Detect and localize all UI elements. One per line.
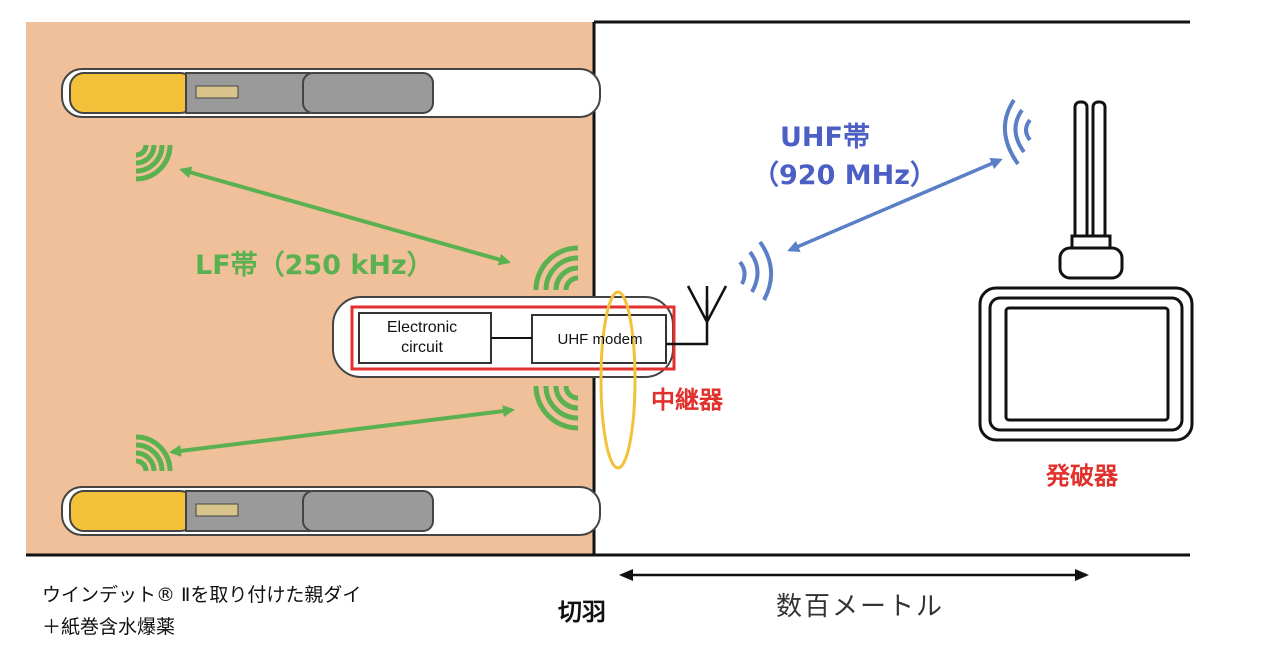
lf-arrow-upper [179, 166, 511, 266]
face-ring [599, 290, 637, 470]
electronic-circuit-line1: Electronic [386, 319, 458, 336]
electronic-circuit-box [358, 312, 492, 364]
lf-wave-icon-lower-left [135, 434, 173, 472]
relay-label: 中継器 [651, 386, 723, 414]
electronic-circuit-line2: circuit [401, 339, 443, 356]
lf-band-label: LF帯（250 kHz） [195, 250, 434, 281]
uhf-wave-icon-blaster [1002, 98, 1032, 166]
uhf-arrow [787, 158, 1003, 252]
lf-wave-icon-relay-top [533, 245, 579, 291]
lower-cartridge [61, 486, 601, 536]
face-label: 切羽 [558, 598, 606, 626]
uhf-band-label: UHF帯 [780, 122, 870, 153]
uhf-modem-label: UHF modem [557, 331, 643, 348]
electronic-circuit-label: Electronic circuit [354, 318, 490, 358]
distance-label: 数百メートル [776, 592, 945, 622]
uhf-wave-icon-relay [738, 240, 774, 301]
blasting-machine-label: 発破器 [1046, 462, 1118, 490]
blasting-machine-icon [978, 100, 1194, 442]
relay-red-frame [350, 305, 676, 371]
lf-wave-icon-relay-bottom [533, 385, 579, 431]
upper-cartridge [61, 68, 601, 118]
relay-antenna-icon [666, 285, 728, 346]
uhf-frequency-label: （920 MHz） [752, 160, 937, 191]
lf-arrow-lower [169, 405, 515, 457]
caption-line1: ウインデット® Ⅱを取り付けた親ダイ [42, 584, 362, 606]
caption-line2: ＋紙巻含水爆薬 [42, 616, 176, 638]
lf-wave-icon-upper-left [135, 144, 173, 182]
uhf-modem-box [531, 314, 667, 364]
